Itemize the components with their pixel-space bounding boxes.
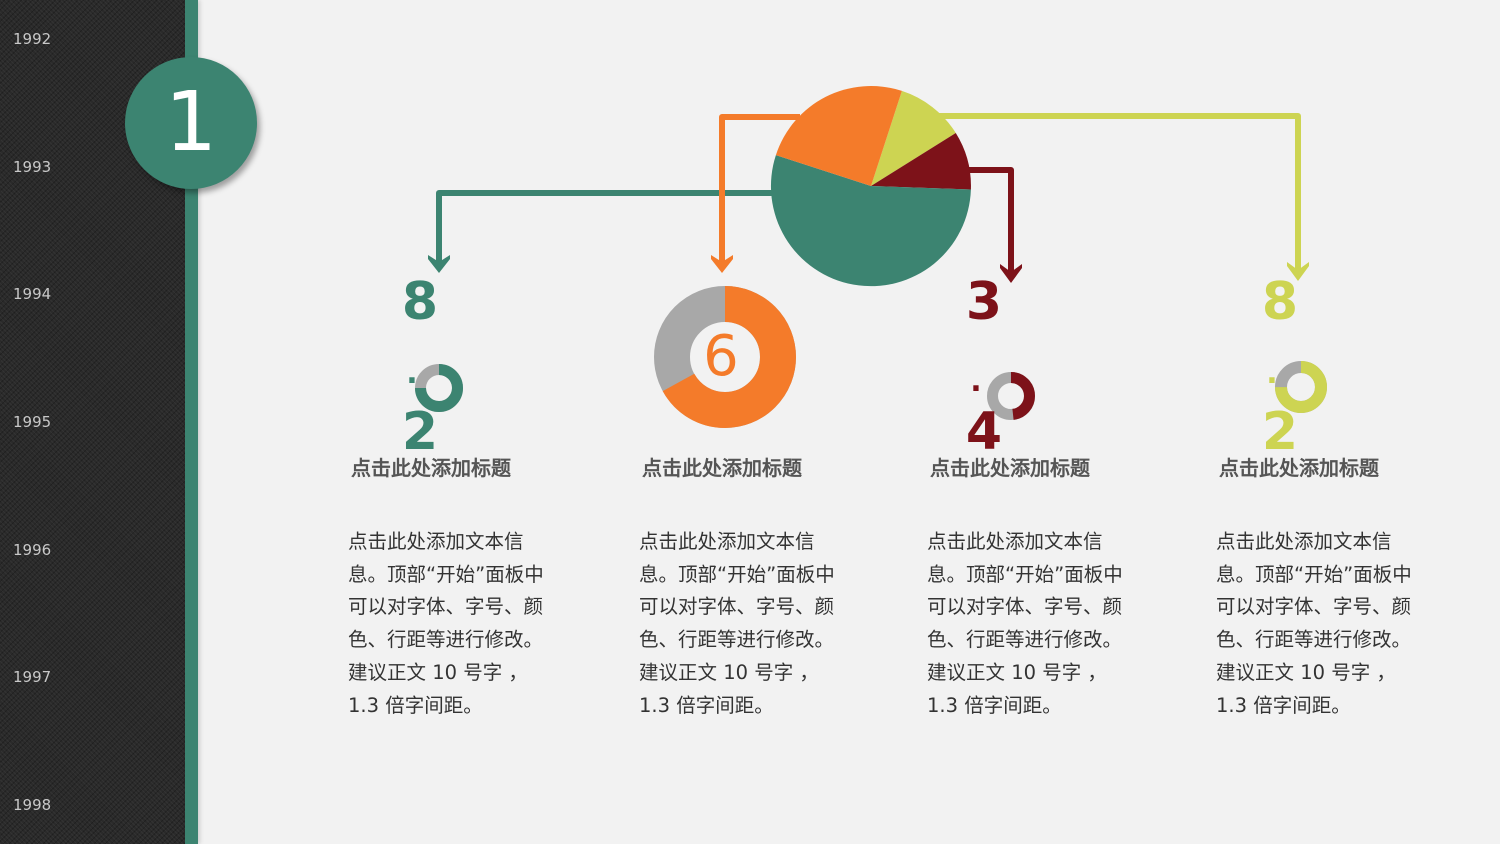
stat-value-center: 6: [703, 324, 739, 389]
connector-line-yellow: [935, 113, 1301, 270]
stat-value-bottom: 2: [1261, 402, 1299, 462]
connector-line-darkred: [960, 167, 1014, 272]
year-label[interactable]: 1998: [13, 796, 52, 814]
column-body-text[interactable]: 点击此处添加文本信息。顶部“开始”面板中可以对字体、字号、颜色、行距等进行修改。…: [927, 530, 1123, 717]
stat-value-dot: .: [406, 356, 418, 391]
arrow-down-icon: [711, 255, 733, 273]
arrow-down-icon: [428, 255, 450, 273]
donut-darkred: [987, 372, 1035, 420]
stat-value-top: 8: [1261, 272, 1299, 332]
year-label[interactable]: 1992: [13, 30, 52, 48]
year-label[interactable]: 1995: [13, 413, 52, 431]
accent-stripe: [185, 0, 198, 844]
year-label[interactable]: 1996: [13, 541, 52, 559]
connector-line-orange: [719, 114, 800, 262]
year-label[interactable]: 1993: [13, 158, 52, 176]
year-label[interactable]: 1994: [13, 285, 52, 303]
column-body-text[interactable]: 点击此处添加文本信息。顶部“开始”面板中可以对字体、字号、颜色、行距等进行修改。…: [639, 530, 835, 717]
stat-value-dot: .: [1266, 356, 1278, 391]
stat-value-top: 8: [401, 272, 439, 332]
stat-value-dot: .: [970, 364, 982, 399]
column-title[interactable]: 点击此处添加标题: [642, 456, 802, 480]
stat-value-top: 3: [965, 272, 1003, 332]
connector-line-green: [436, 190, 790, 262]
column-title[interactable]: 点击此处添加标题: [1219, 456, 1379, 480]
section-number-badge: 1: [125, 57, 257, 189]
column-body-text[interactable]: 点击此处添加文本信息。顶部“开始”面板中可以对字体、字号、颜色、行距等进行修改。…: [348, 530, 544, 717]
stat-value-bottom: 2: [401, 402, 439, 462]
stat-value-bottom: 4: [965, 402, 1003, 462]
main-pie: [770, 86, 971, 287]
donut-yellow: [1275, 361, 1327, 413]
column-title[interactable]: 点击此处添加标题: [930, 456, 1090, 480]
arrow-heads: [428, 255, 1309, 283]
donut-green: [415, 364, 463, 412]
donut-orange: [654, 286, 796, 428]
year-label[interactable]: 1997: [13, 668, 52, 686]
arrow-down-icon: [1287, 262, 1309, 281]
column-title[interactable]: 点击此处添加标题: [351, 456, 511, 480]
arrow-down-icon: [1000, 264, 1022, 283]
column-body-text[interactable]: 点击此处添加文本信息。顶部“开始”面板中可以对字体、字号、颜色、行距等进行修改。…: [1216, 530, 1412, 717]
